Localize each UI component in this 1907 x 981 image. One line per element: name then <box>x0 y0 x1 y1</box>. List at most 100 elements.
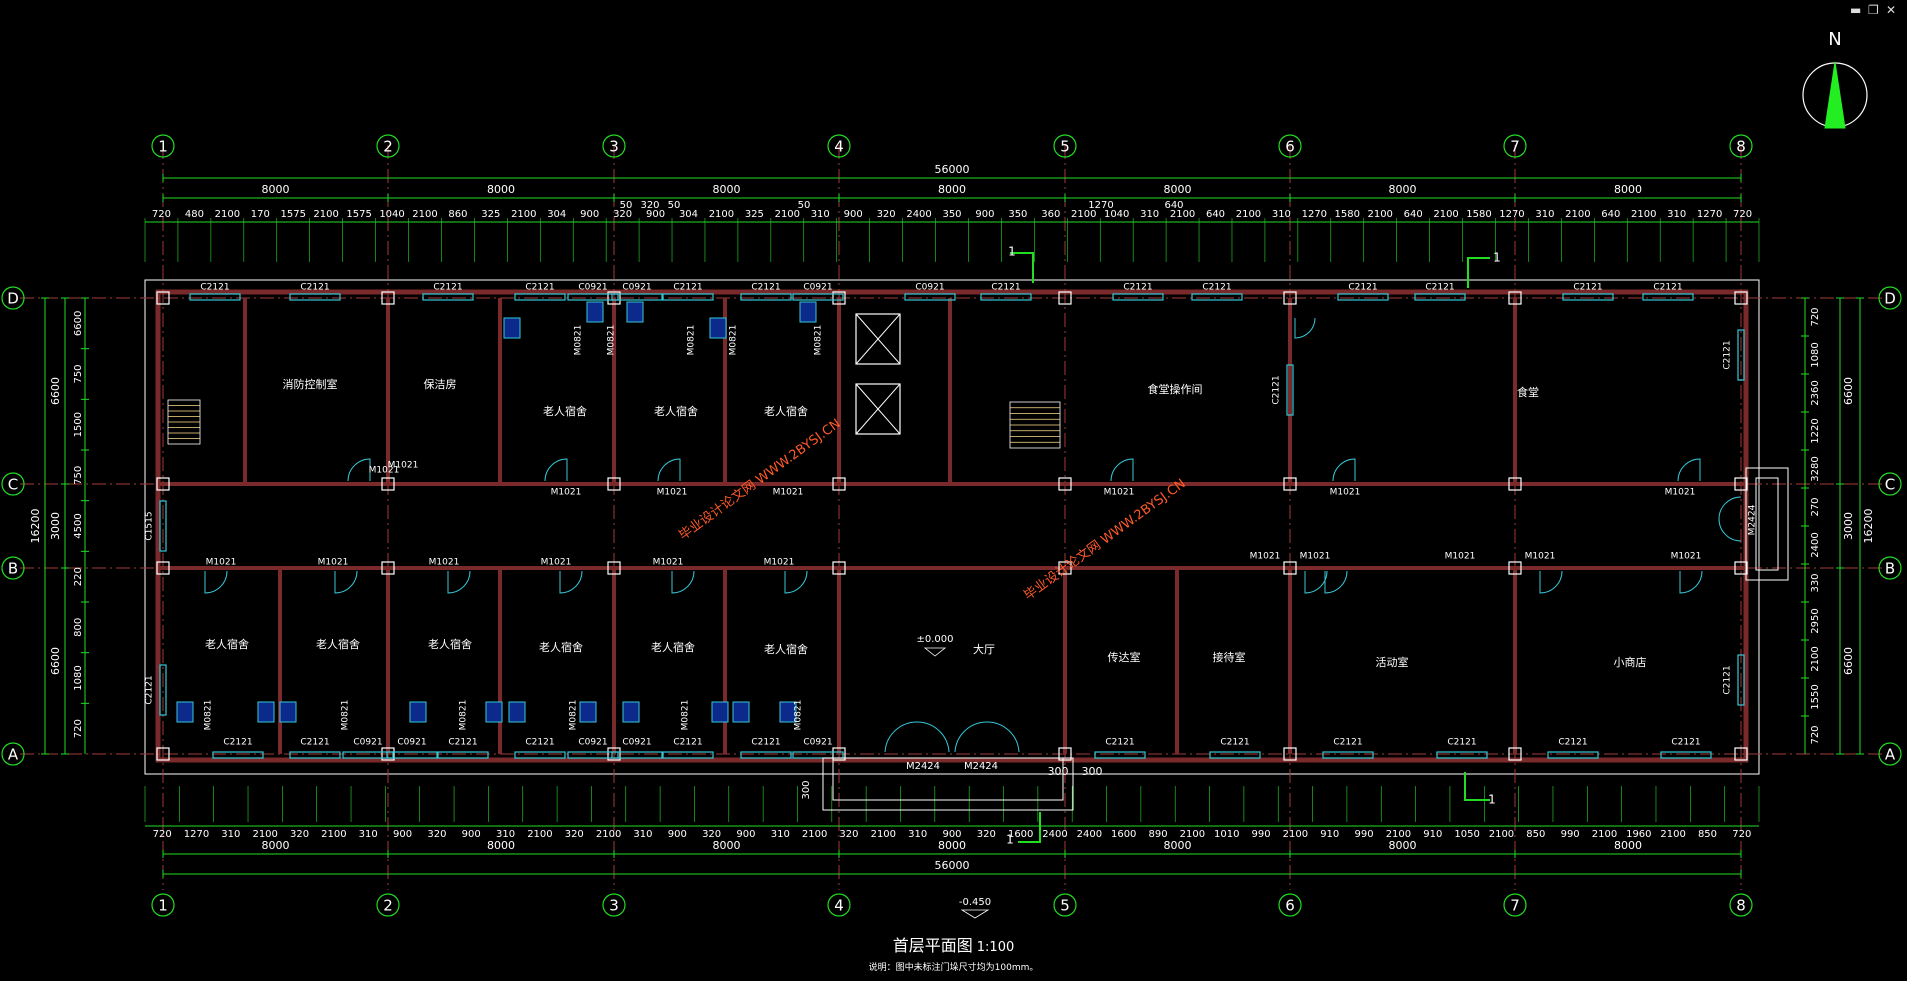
dim-bottom-detail-text: 2100 <box>1592 829 1617 840</box>
axis-bubble-5 <box>1053 134 1077 158</box>
side-entrance-steps <box>1745 467 1789 581</box>
dim-top-small: 320 <box>640 200 659 211</box>
door-label: M1021 <box>1104 488 1135 498</box>
column <box>381 747 395 761</box>
window-top <box>189 293 241 301</box>
axis-bubble-8 <box>1729 134 1753 158</box>
axis-bubble-2 <box>376 134 400 158</box>
dim-bottom-bays-text: 8000 <box>487 839 515 852</box>
column <box>1508 747 1522 761</box>
dim-top-detail-text: 310 <box>1272 209 1291 220</box>
window-bottom <box>1660 751 1712 759</box>
window-label: C2121 <box>1671 738 1700 748</box>
dim-bottom-detail-text: 720 <box>1732 829 1751 840</box>
door-swing <box>1110 458 1134 482</box>
axis-label-C: C <box>1885 476 1895 494</box>
door-swing <box>447 570 471 594</box>
column <box>1283 747 1297 761</box>
column <box>832 291 846 305</box>
door-swing <box>657 458 681 482</box>
window-label: C2121 <box>1558 738 1587 748</box>
window-label: C2121 <box>1348 283 1377 293</box>
window-top <box>1562 293 1614 301</box>
window-bottom <box>1094 751 1146 759</box>
section-label: 1 <box>1006 833 1014 847</box>
dim-bottom-detail-text: 310 <box>359 829 378 840</box>
toilet-fixture <box>626 301 644 323</box>
window-label: C2121 <box>1425 283 1454 293</box>
close-icon[interactable]: ✕ <box>1886 3 1897 17</box>
bath-door-label: M0821 <box>574 325 584 356</box>
dim-bottom-detail-text: 720 <box>153 829 172 840</box>
step-dim: 300 <box>801 780 812 799</box>
dim-top-small: 50 <box>668 200 681 211</box>
window-label: C2121 <box>1123 283 1152 293</box>
dim-bottom-detail-text: 990 <box>1252 829 1271 840</box>
toilet-fixture <box>732 701 750 723</box>
window-label: C0921 <box>622 283 651 293</box>
dim-top-detail-text: 1580 <box>1466 209 1491 220</box>
entrance-door-swing <box>916 721 950 753</box>
window-side <box>159 500 167 552</box>
column <box>156 477 170 491</box>
dim-right-detail-text: 2950 <box>1810 608 1821 633</box>
bath-door-label: M0821 <box>459 700 469 731</box>
section-marker <box>1464 772 1490 801</box>
window-label: C0921 <box>622 738 651 748</box>
window-top <box>567 293 619 301</box>
window-top <box>792 293 844 301</box>
window-top <box>1642 293 1694 301</box>
room-label: 小商店 <box>1614 655 1647 669</box>
dim-bottom-bays-text: 8000 <box>1389 839 1417 852</box>
axis-bubble-1 <box>151 893 175 917</box>
window-label: C2121 <box>1447 738 1476 748</box>
window-label: C2121 <box>1723 665 1733 694</box>
column <box>1508 291 1522 305</box>
column <box>156 747 170 761</box>
section-marker <box>1010 252 1034 283</box>
window-top <box>740 293 792 301</box>
axis-label-8: 8 <box>1736 138 1746 156</box>
dim-top-detail-text: 350 <box>942 209 961 220</box>
column <box>1058 747 1072 761</box>
dim-right-detail-text: 720 <box>1810 307 1821 326</box>
section-label: 1 <box>1488 793 1496 807</box>
dim-bottom-detail-text: 2100 <box>596 829 621 840</box>
column <box>1058 561 1072 575</box>
window-label: C2121 <box>1272 375 1282 404</box>
dim-top-bays-text: 8000 <box>487 183 515 196</box>
minimize-icon[interactable]: ▬ <box>1850 3 1862 17</box>
side-entrance-steps-inner <box>1755 477 1779 571</box>
column <box>1508 561 1522 575</box>
room-label: 老人宿舍 <box>764 642 808 656</box>
column <box>1734 561 1748 575</box>
dim-bottom-detail-text: 320 <box>702 829 721 840</box>
bath-door-label: M0821 <box>794 700 804 731</box>
entrance-door-swing <box>986 721 1020 753</box>
dim-top-detail-text: 1575 <box>280 209 305 220</box>
window-label: C2121 <box>300 283 329 293</box>
dim-bottom-bays-text: 8000 <box>938 839 966 852</box>
dim-bottom-detail-text: 900 <box>393 829 412 840</box>
axis-bubble-7 <box>1503 893 1527 917</box>
window-label: C2121 <box>673 738 702 748</box>
restore-icon[interactable]: ❐ <box>1868 3 1879 17</box>
window-label: C2121 <box>300 738 329 748</box>
dim-top-detail-text: 1575 <box>346 209 371 220</box>
dim-left-detail-text: 750 <box>73 466 84 485</box>
toilet-fixture <box>709 317 727 339</box>
axis-bubble-7 <box>1503 134 1527 158</box>
toilet-fixture <box>485 701 503 723</box>
dim-bottom-detail-text: 850 <box>1526 829 1545 840</box>
dim-top-bays-text: 8000 <box>1389 183 1417 196</box>
toilet-fixture <box>622 701 640 723</box>
dim-left-detail-text: 1500 <box>73 412 84 437</box>
dim-top-detail-text: 1040 <box>379 209 404 220</box>
window-side <box>1737 654 1745 706</box>
axis-label-5: 5 <box>1060 138 1070 156</box>
dim-left-detail-text: 800 <box>73 618 84 637</box>
dim-top-detail-text: 900 <box>580 209 599 220</box>
bath-door-label: M0821 <box>814 325 824 356</box>
window-label: C0921 <box>915 283 944 293</box>
